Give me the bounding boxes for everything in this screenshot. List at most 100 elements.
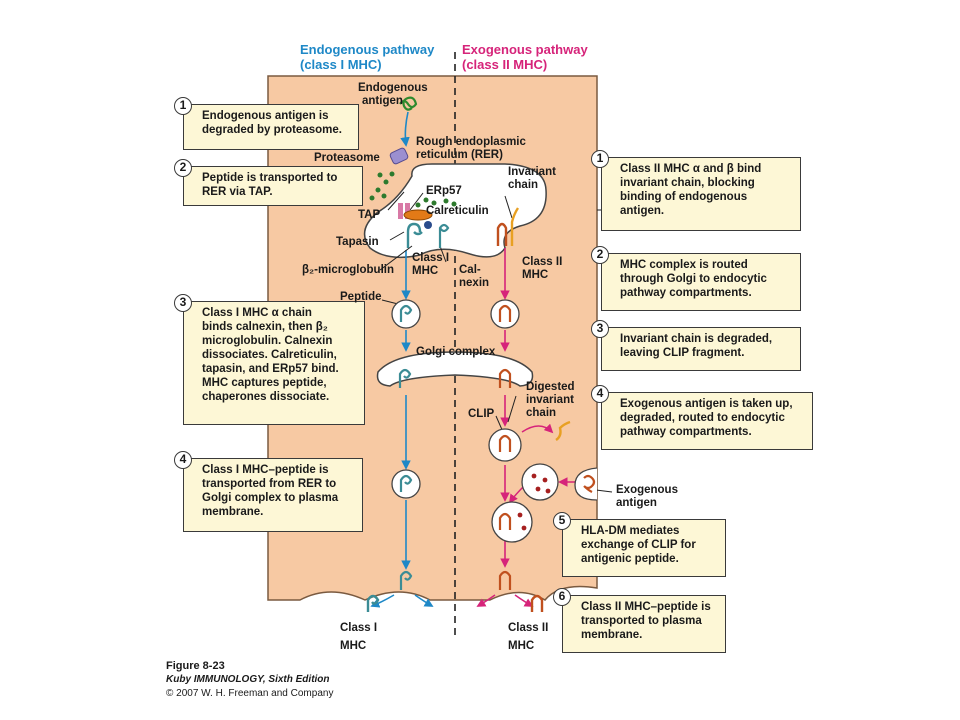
right-step-2-line: MHC complex is routed [620, 259, 748, 271]
right-step-6-box: Class II MHC–peptide is transported to p… [562, 595, 726, 653]
label-golgi: Golgi complex [416, 346, 496, 358]
arrow-clip-to-fragment [521, 423, 554, 434]
label-invariant-chain: Invariant chain [508, 166, 556, 192]
label-exogenous-antigen-l2: antigen [616, 497, 657, 509]
left-step-3-line: microglobulin. Calnexin [202, 335, 333, 347]
left-step-3-line: Class I MHC α chain [202, 307, 312, 319]
label-tap: TAP [358, 209, 381, 221]
pointer-exogenous-antigen [595, 489, 613, 493]
label-clip: CLIP [468, 408, 495, 420]
label-calnexin-l2: nexin [459, 277, 490, 289]
endogenous-header-line2: (class I MHC) [300, 57, 382, 72]
label-rer: Rough endoplasmic reticulum (RER) [416, 136, 526, 162]
left-step-3-number: 3 [174, 294, 192, 312]
left-step-2-line: RER via TAP. [202, 186, 273, 198]
pointer-invariant [504, 195, 513, 219]
right-step-6-number: 6 [553, 588, 571, 606]
right-step-6-line: Class II MHC–peptide is [581, 601, 711, 613]
right-step-5-line: antigenic peptide. [581, 553, 679, 565]
calnexin-shape [438, 223, 450, 248]
right-step-4-box: Exogenous antigen is taken up, degraded,… [601, 392, 813, 450]
figure-book: Kuby IMMUNOLOGY, Sixth Edition [166, 674, 330, 685]
endogenous-antigen-coil [399, 96, 418, 111]
label-class2-mhc-surface-l2: MHC [508, 640, 535, 652]
label-class2-mhc-er: Class II MHC [522, 256, 562, 282]
label-digested-l2: invariant [526, 394, 574, 406]
class1-mhc-er-shape [406, 222, 423, 248]
exogenous-header-line2: (class II MHC) [462, 57, 548, 72]
left-step-1-number: 1 [174, 97, 192, 115]
arrow-surface-left [370, 594, 395, 608]
exogenous-header-line1: Exogenous pathway [462, 42, 588, 57]
label-digested-l1: Digested [526, 381, 575, 393]
calreticulin-shape [403, 209, 433, 221]
left-step-2-box: Peptide is transported to RER via TAP. [183, 166, 363, 206]
right-step-2-line: through Golgi to endocytic [620, 273, 767, 285]
left-step-1-line: degraded by proteasome. [202, 124, 342, 136]
arrow-surface-right-ii [514, 594, 534, 607]
proteasome-shape [389, 147, 409, 165]
left-step-3-line: dissociates. Calreticulin, [202, 349, 337, 361]
left-step-2-number: 2 [174, 159, 192, 177]
endogenous-header: Endogenous pathway (class I MHC) [300, 42, 434, 72]
label-invariant-chain-l1: Invariant [508, 166, 556, 178]
erp57-shape [424, 221, 432, 229]
left-step-4-line: Golgi complex to plasma [202, 492, 339, 504]
left-step-4-number: 4 [174, 451, 192, 469]
vesicles [391, 299, 559, 543]
label-rer-l2: reticulum (RER) [416, 149, 503, 161]
pointer-calnexin [439, 245, 447, 263]
label-class2-mhc-er-l2: MHC [522, 269, 549, 281]
right-step-3-line: Invariant chain is degraded, [620, 333, 773, 345]
label-class1-mhc-surface-l1: Class I [340, 622, 378, 634]
left-step-4-box: Class I MHC–peptide is transported from … [183, 458, 363, 532]
right-step-3-number: 3 [591, 320, 609, 338]
label-endogenous-antigen: Endogenous antigen [358, 82, 428, 108]
label-endogenous-antigen-l2: antigen [362, 95, 403, 107]
label-calnexin-l1: Cal- [459, 264, 481, 276]
right-step-4-line: degraded, routed to endocytic [620, 412, 785, 424]
clip-fragment [555, 420, 571, 441]
exogenous-antigen-coil [583, 474, 596, 493]
left-step-4-line: Class I MHC–peptide is [202, 464, 329, 476]
pointer-digested [507, 395, 517, 423]
label-digested-invariant-chain: Digested invariant chain [526, 381, 575, 420]
rer-membrane [363, 163, 547, 259]
left-step-3-line: tapasin, and ERp57 bind. [202, 363, 339, 375]
label-endogenous-antigen-l1: Endogenous [358, 82, 428, 94]
label-peptide: Peptide [340, 291, 382, 303]
right-step-3-line: leaving CLIP fragment. [620, 347, 745, 359]
right-step-6-line: membrane. [581, 629, 643, 641]
pointer-peptide [381, 299, 399, 305]
right-step-4-line: Exogenous antigen is taken up, [620, 398, 793, 410]
label-b2-microglobulin: β₂-microglobulin [302, 264, 394, 276]
left-step-3-line: binds calnexin, then β₂ [202, 321, 328, 333]
right-step-1-line: binding of endogenous [620, 191, 748, 203]
exogenous-header: Exogenous pathway (class II MHC) [462, 42, 588, 72]
label-class2-mhc-er-l1: Class II [522, 256, 563, 268]
antigen-fragments [517, 473, 551, 531]
right-step-1-line: invariant chain, blocking [620, 177, 755, 189]
endogenous-header-line1: Endogenous pathway [300, 42, 435, 57]
label-invariant-chain-l2: chain [508, 179, 539, 191]
label-calnexin: Cal- nexin [459, 264, 489, 290]
right-step-2-number: 2 [591, 246, 609, 264]
class1-mhc-surface [366, 594, 380, 612]
pointer-tap [387, 191, 405, 211]
left-step-4-line: membrane. [202, 506, 264, 518]
right-step-2-box: MHC complex is routed through Golgi to e… [601, 253, 801, 311]
right-step-2-line: pathway compartments. [620, 287, 752, 299]
pointer-tapasin [389, 231, 405, 241]
right-step-1-number: 1 [591, 150, 609, 168]
arrow-surface-right [414, 594, 434, 607]
right-step-1-box: Class II MHC α and β bind invariant chai… [601, 157, 801, 231]
right-step-5-number: 5 [553, 512, 571, 530]
right-step-1-line: Class II MHC α and β bind [620, 163, 762, 175]
label-exogenous-antigen-l1: Exogenous [616, 484, 678, 496]
left-step-3-line: MHC captures peptide, [202, 377, 327, 389]
label-class2-mhc-surface-l1: Class II [508, 622, 549, 634]
left-step-1-line: Endogenous antigen is [202, 110, 329, 122]
label-calreticulin: Calreticulin [426, 205, 489, 217]
right-step-5-line: HLA-DM mediates [581, 525, 680, 537]
